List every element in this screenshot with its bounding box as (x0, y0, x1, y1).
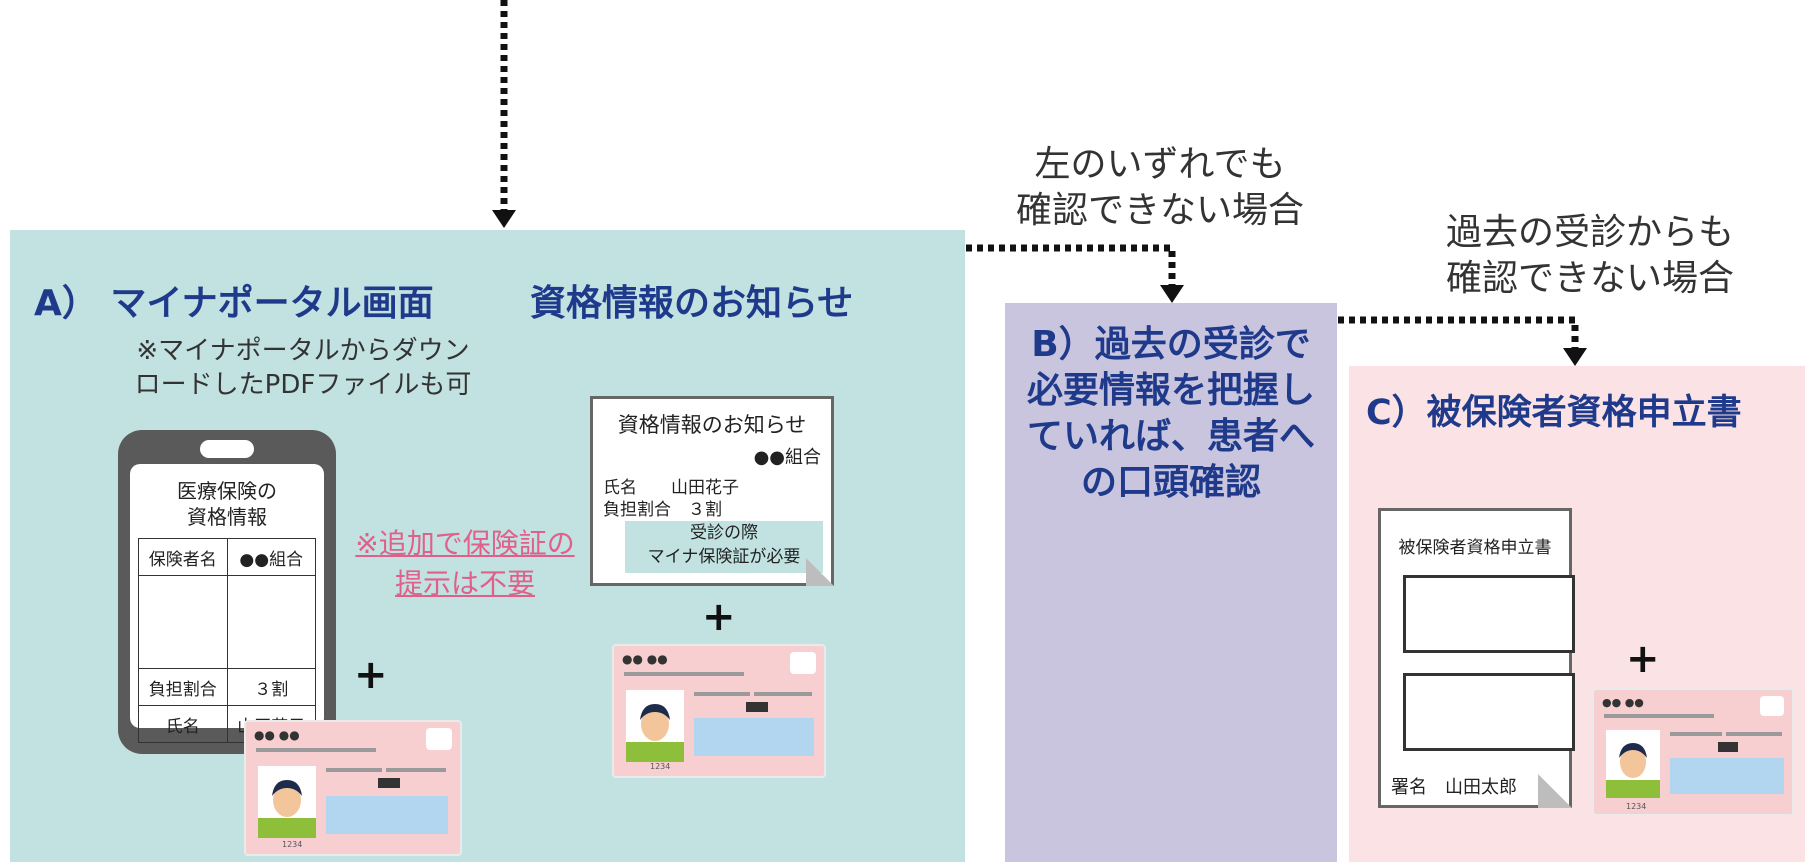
arrow-b-to-c (1338, 316, 1579, 348)
condition-ab-line2: 確認できない場合 (1015, 190, 1304, 231)
my-number-card-2: ●● ●● 1234 (612, 644, 826, 778)
pdf-note-line2: ロードしたPDFファイルも可 (134, 370, 472, 400)
card-photo (258, 766, 316, 838)
notice-box-line2: マイナ保険証が必要 (647, 547, 801, 567)
arrowhead-b (1160, 285, 1184, 303)
qualification-notice-document: 資格情報のお知らせ ●●組合 氏名 山田花子 負担割合 ３割 受診の際 マイナ保… (590, 396, 834, 586)
condition-label-b-c: 過去の受診からも 確認できない場合 (1390, 210, 1790, 302)
condition-label-a-b: 左のいずれでも 確認できない場合 (960, 142, 1360, 234)
my-number-card-1: ●● ●● 1234 (244, 720, 462, 856)
table-cell: 氏名 (138, 705, 228, 743)
card-number: 1234 (1626, 802, 1647, 811)
page-fold-icon (1538, 774, 1572, 808)
my-number-card-3: ●● ●● 1234 (1592, 688, 1794, 816)
panel-b-line1: B）過去の受診で (1031, 324, 1311, 365)
person-icon (1606, 743, 1660, 798)
panel-b-line2: 必要情報を把握し (1026, 370, 1315, 411)
card-strip (1604, 714, 1714, 718)
card-block (746, 702, 768, 712)
card-strip (386, 768, 446, 772)
panel-b-text: B）過去の受診で 必要情報を把握し ていれば、患者へ の口頭確認 (1005, 322, 1337, 506)
form-title: 被保険者資格申立書 (1398, 538, 1552, 558)
card-number: 1234 (282, 840, 303, 849)
phone-screen: 医療保険の 資格情報 保険者名 ●●組合 負担割合 ３割 氏名 山田花子 (130, 464, 324, 743)
phone-title-line2: 資格情報 (187, 505, 267, 529)
table-row: 保険者名 ●●組合 (138, 538, 316, 576)
form-field-box (1403, 575, 1575, 653)
card-strip (754, 692, 812, 696)
page-fold-icon (806, 558, 834, 586)
notice-box-line1: 受診の際 (690, 523, 758, 543)
notice-requirement-box: 受診の際 マイナ保険証が必要 (625, 521, 823, 573)
notice-title: 資格情報のお知らせ (617, 413, 807, 437)
smartphone-illustration: 医療保険の 資格情報 保険者名 ●●組合 負担割合 ３割 氏名 山田花子 (118, 430, 336, 754)
panel-a-title-left: A） マイナポータル画面 (34, 283, 434, 324)
table-row (138, 575, 316, 669)
arrow-a-to-b (966, 244, 1176, 285)
form-signature: 署名 山田太郎 (1391, 777, 1517, 798)
qualification-table: 保険者名 ●●組合 負担割合 ３割 氏名 山田花子 (138, 538, 316, 743)
arrowhead-c (1563, 348, 1587, 366)
panel-a-title-right: 資格情報のお知らせ (530, 283, 854, 324)
plus-sign-form: + (1626, 636, 1660, 682)
pdf-note: ※マイナポータルからダウン ロードしたPDFファイルも可 (118, 334, 488, 402)
card-block (378, 778, 400, 788)
table-cell: 保険者名 (138, 538, 228, 576)
card-emblem-icon (790, 652, 816, 674)
card-info-area (1670, 758, 1784, 794)
notice-burden-row: 負担割合 ３割 (603, 500, 722, 520)
card-header-text: ●● ●● (254, 728, 300, 742)
card-strip (1670, 732, 1722, 736)
phone-notch (200, 440, 254, 458)
phone-title-line1: 医療保険の (177, 479, 277, 503)
panel-b (1005, 303, 1337, 862)
card-emblem-icon (1760, 696, 1784, 716)
condition-bc-line1: 過去の受診からも (1445, 212, 1734, 253)
card-info-area (694, 718, 814, 756)
pdf-note-line1: ※マイナポータルからダウン (136, 336, 470, 366)
arrowhead-a (492, 210, 516, 228)
form-field-box (1403, 673, 1575, 751)
notice-union: ●●組合 (753, 447, 821, 468)
no-insurance-card-note: ※追加で保険証の 提示は不要 (340, 524, 590, 604)
no-insurance-note-line1: ※追加で保険証の (355, 527, 575, 560)
card-header-text: ●● ●● (622, 652, 668, 666)
table-cell: ３割 (226, 668, 316, 706)
notice-name-row: 氏名 山田花子 (603, 478, 739, 498)
card-strip (624, 672, 744, 676)
card-info-area (326, 796, 448, 834)
panel-c-title: C）被保険者資格申立書 (1366, 393, 1742, 433)
no-insurance-note-line2: 提示は不要 (394, 567, 535, 600)
table-cell (226, 575, 316, 669)
card-photo (626, 690, 684, 762)
card-photo (1606, 730, 1660, 798)
plus-sign-phone: + (354, 652, 388, 698)
table-cell: 負担割合 (138, 668, 228, 706)
table-row: 負担割合 ３割 (138, 668, 316, 706)
card-number: 1234 (650, 762, 671, 771)
card-strip (694, 692, 750, 696)
person-icon (258, 780, 316, 838)
person-icon (626, 704, 684, 762)
condition-ab-line1: 左のいずれでも (1034, 144, 1286, 185)
plus-sign-notice: + (702, 594, 736, 640)
card-block (1718, 742, 1738, 752)
panel-b-line4: の口頭確認 (1080, 462, 1261, 503)
card-emblem-icon (426, 728, 452, 750)
table-cell: ●●組合 (226, 538, 316, 576)
card-strip (256, 748, 376, 752)
card-header-text: ●● ●● (1602, 696, 1644, 709)
panel-b-line3: ていれば、患者へ (1026, 416, 1315, 457)
card-strip (326, 768, 382, 772)
condition-bc-line2: 確認できない場合 (1445, 258, 1734, 299)
application-form-document: 被保険者資格申立書 署名 山田太郎 (1378, 508, 1575, 808)
card-strip (1726, 732, 1782, 736)
phone-screen-title: 医療保険の 資格情報 (130, 478, 324, 530)
table-cell (138, 575, 228, 669)
